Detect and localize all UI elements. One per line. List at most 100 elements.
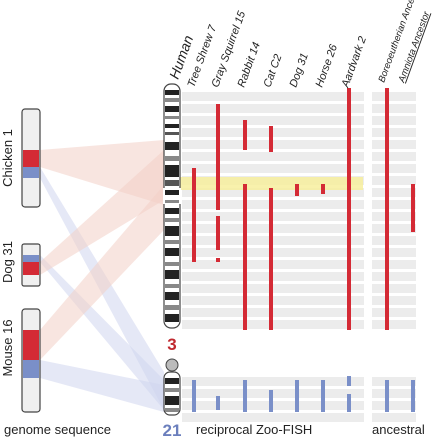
row-band xyxy=(182,92,364,101)
dog-31-chromosome xyxy=(21,243,41,287)
cytoband xyxy=(165,200,179,203)
dog-31-label: Dog 31 xyxy=(0,241,15,283)
row-band xyxy=(372,116,416,125)
row-band xyxy=(372,164,416,173)
row-band xyxy=(372,413,416,422)
centromere xyxy=(179,188,181,204)
cytoband xyxy=(165,98,179,102)
cytoband xyxy=(165,165,179,177)
chr3-signal-bar xyxy=(269,126,273,152)
cytoband xyxy=(165,240,179,244)
cytoband xyxy=(165,218,179,222)
row-band xyxy=(372,200,416,209)
row-band xyxy=(372,389,416,398)
chr3-signal-bar xyxy=(216,104,220,210)
cytoband xyxy=(165,378,179,384)
cytoband xyxy=(165,314,179,322)
cytoband xyxy=(165,106,179,112)
row-band xyxy=(182,104,364,113)
cytoband xyxy=(165,292,179,300)
chr3-signal-bar xyxy=(243,120,247,150)
chr21-signal-bar xyxy=(385,380,389,412)
chr21-signal-bar xyxy=(243,380,247,412)
row-band xyxy=(372,284,416,293)
human-chromosome-3 xyxy=(163,83,181,329)
species-label: Horse 26 xyxy=(314,42,341,89)
chr21-signal-bar xyxy=(347,376,351,386)
species-label: Dog 31 xyxy=(288,52,311,89)
row-band xyxy=(372,260,416,269)
centromere xyxy=(163,188,165,204)
cytoband xyxy=(165,190,179,195)
chr21-signal-bar xyxy=(192,380,196,412)
chr21-signal-bar xyxy=(321,380,325,412)
chr21-number: 21 xyxy=(163,421,182,439)
cytoband xyxy=(165,116,179,119)
chicken-1-label: Chicken 1 xyxy=(0,129,15,187)
cytoband xyxy=(165,408,179,412)
species-label: Cat C2 xyxy=(262,53,285,89)
row-band xyxy=(372,272,416,281)
row-band xyxy=(182,152,364,161)
cytoband xyxy=(165,226,179,236)
chr21-signal-bar xyxy=(295,380,299,412)
row-band xyxy=(372,128,416,137)
row-band xyxy=(372,176,416,185)
cytoband xyxy=(165,248,179,256)
species-label: Rabbit 14 xyxy=(236,41,263,89)
chr3-signal-bar xyxy=(192,168,196,262)
chr21-signal-bar xyxy=(269,390,273,412)
chr3-signal-bar xyxy=(411,184,415,232)
synteny-link xyxy=(40,150,164,275)
zoo-fish-label: reciprocal Zoo-FISH xyxy=(196,422,312,437)
cytoband xyxy=(165,396,179,405)
cytoband xyxy=(165,270,179,279)
cytoband xyxy=(165,262,179,266)
row-band xyxy=(182,377,364,386)
row-band xyxy=(372,308,416,317)
fish-signal-bars xyxy=(192,88,415,412)
row-band xyxy=(372,152,416,161)
row-band xyxy=(372,401,416,410)
synteny-link xyxy=(40,360,164,412)
row-band xyxy=(372,236,416,245)
breakpoint-highlight xyxy=(178,177,363,190)
human-chromosome-21 xyxy=(163,358,181,416)
cytoband xyxy=(165,132,179,135)
cytoband xyxy=(165,284,179,288)
row-band xyxy=(372,140,416,149)
synteny-link xyxy=(40,185,164,360)
chr3-signal-bar xyxy=(243,184,247,330)
row-band xyxy=(372,188,416,197)
row-band xyxy=(372,377,416,386)
chr21-signal-bar xyxy=(216,396,220,410)
row-band xyxy=(372,320,416,329)
cytoband xyxy=(165,208,179,214)
chr21-signal-bar xyxy=(347,394,351,412)
row-band xyxy=(372,92,416,101)
cytoband xyxy=(165,305,179,310)
mouse-16-chromosome xyxy=(21,308,41,413)
chr3-number: 3 xyxy=(167,335,176,354)
cytoband xyxy=(165,142,179,150)
row-band xyxy=(372,248,416,257)
chicken-1-chromosome xyxy=(21,108,41,208)
chr3-signal-bar xyxy=(216,216,220,250)
row-band xyxy=(182,413,364,422)
species-label: Aardvark 2 xyxy=(339,35,369,90)
chr3-signal-bar xyxy=(295,184,299,196)
row-band xyxy=(372,104,416,113)
row-band xyxy=(372,212,416,221)
cytoband xyxy=(165,388,179,392)
chr21-signal-bar xyxy=(411,380,415,412)
row-band xyxy=(182,164,364,173)
mouse-16-label: Mouse 16 xyxy=(0,319,15,376)
row-band xyxy=(182,116,364,125)
ancestral-label: ancestral xyxy=(372,422,425,437)
chr3-signal-bar xyxy=(216,258,220,262)
chr3-signal-bar xyxy=(385,88,389,330)
row-band xyxy=(372,224,416,233)
cytoband xyxy=(165,156,179,161)
